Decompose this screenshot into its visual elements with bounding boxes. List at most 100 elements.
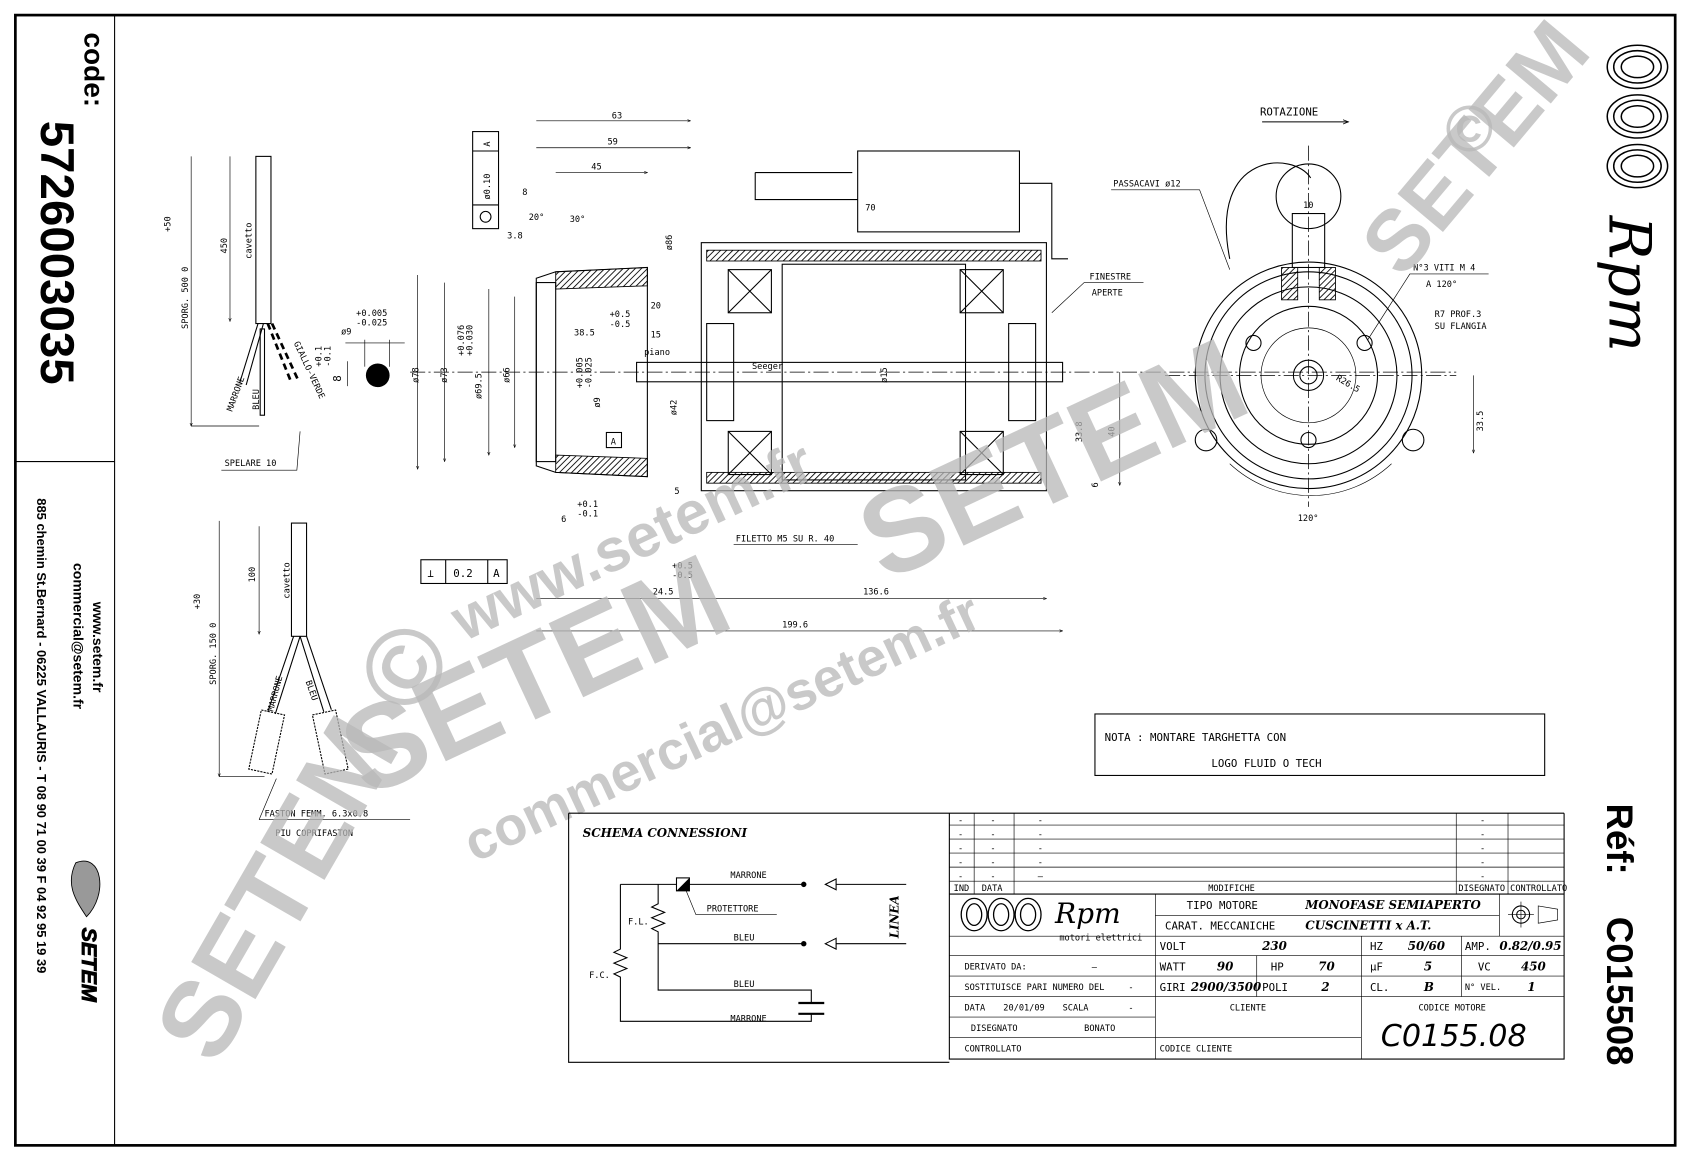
rev-header-ind: IND (954, 884, 970, 894)
revision-ind: - (958, 872, 963, 882)
drawing-frame (14, 13, 1677, 1147)
revision-ind: - (958, 858, 963, 868)
schematic-protector: PROTETTORE (707, 904, 759, 914)
projection-symbol (1508, 901, 1558, 928)
rev-header-disegnato: DISEGNATO (1458, 884, 1505, 894)
revision-dis: - (1480, 858, 1485, 868)
schematic-bleu-2: BLEU (734, 980, 755, 990)
cliente-label: CLIENTE (1230, 1004, 1266, 1014)
shaft-flat: 8 (331, 375, 344, 381)
upper-sporg: SPORG. 500 0 (181, 267, 191, 329)
controllato-label: CONTROLLATO (964, 1045, 1021, 1055)
revision-mod: - (1038, 858, 1043, 868)
revision-ind: - (958, 830, 963, 840)
rpm-title-logo (960, 897, 1042, 932)
vel-value: 1 (1527, 980, 1535, 994)
tipo-motore-label: TIPO MOTORE (1187, 899, 1258, 912)
revision-data: - (990, 844, 995, 854)
data-label: DATA (964, 1004, 986, 1014)
amp-value: 0.82/0.95 (1499, 939, 1561, 953)
datum-a: A (611, 437, 617, 447)
dim-dia-9-tol-up: +0.005 (576, 357, 586, 388)
seeger-label: Seeger (752, 362, 783, 372)
codice-motore-value: C0155.08 (1381, 1019, 1527, 1054)
hz-label: HZ (1370, 940, 1383, 953)
radius-26-5: R26.5 (1334, 374, 1361, 396)
dim-3-8: 3.8 (507, 231, 523, 241)
uf-value: 5 (1424, 960, 1432, 974)
motor-side-view: 63 59 45 8 20° 30° 3.8 ø86 70 ø0.10 A 20… (410, 112, 1457, 631)
cl-value: B (1423, 980, 1434, 994)
lower-wire-marrone: MARRONE (266, 675, 285, 713)
note-box: NOTA : MONTARE TARGHETTA CON LOGO FLUID … (1094, 713, 1546, 776)
revision-mod: - (1038, 830, 1043, 840)
dim-dia-15: ø15 (880, 367, 890, 383)
website-link[interactable]: www.setem.fr (90, 601, 106, 693)
revision-ind: - (958, 816, 963, 826)
title-logo-text: Rpm (1054, 897, 1121, 930)
data-value: 20/01/09 (1003, 1004, 1044, 1014)
title-logo-sub: motori elettrici (1059, 933, 1142, 943)
schematic-fc: F.C. (589, 971, 610, 981)
disegnato-label: DISEGNATO (971, 1024, 1018, 1034)
ref-label: Réf: (1599, 803, 1640, 874)
title-block (948, 813, 1565, 1060)
scala-value: - (1128, 1004, 1133, 1014)
revision-data: - (990, 816, 995, 826)
rev-header-data: DATA (982, 884, 1004, 894)
watt-label: WATT (1160, 961, 1186, 974)
lower-sheath-label: cavetto (282, 562, 292, 598)
perpendicularity-datum: A (493, 567, 500, 580)
dim-dia-66: ø66 (502, 367, 512, 383)
dim-8: 8 (522, 188, 527, 198)
carat-label: CARAT. MECCANICHE (1165, 920, 1275, 933)
r7-label-2: SU FLANGIA (1435, 322, 1488, 332)
upper-wire-bleu: BLEU (252, 389, 262, 410)
dim-dia-9: ø9 (593, 397, 603, 407)
shaft-d-tol-lo: -0.025 (356, 319, 387, 329)
email-link[interactable]: commercial@setem.fr (71, 563, 87, 710)
strip-length-label: SPELARE 10 (225, 459, 277, 469)
hp-label: HP (1271, 961, 1284, 974)
setem-logo-text: SETEM (77, 928, 102, 1003)
watermark-brand-2: SETEM (840, 314, 1266, 606)
dim-dia-69-5-tol-up: +0.076 (457, 325, 467, 356)
windows-label-1: FINESTRE (1090, 272, 1131, 282)
volt-label: VOLT (1160, 940, 1186, 953)
disegnato-value: BONATO (1084, 1024, 1115, 1034)
schematic-fl: F.L. (628, 917, 649, 927)
volt-value: 230 (1261, 939, 1288, 953)
revision-dis: - (1480, 830, 1485, 840)
revision-ind: - (958, 844, 963, 854)
dim-tol-01-lo: -0.1 (577, 510, 598, 520)
sostituisce-value: - (1128, 983, 1133, 993)
revision-dis: - (1480, 844, 1485, 854)
scala-label: SCALA (1063, 1004, 1090, 1014)
dim-dia-78: ø78 (412, 367, 422, 383)
dim-15: 15 (651, 331, 661, 341)
revision-dis: - (1480, 816, 1485, 826)
runout-tolerance-frame: ø0.10 A (472, 131, 500, 230)
giri-label: GIRI (1160, 981, 1186, 994)
company-address: 885 chemin St.Bernard - 06225 VALLAURIS … (34, 498, 49, 973)
codice-motore-label: CODICE MOTORE (1419, 1004, 1486, 1014)
dim-5: 5 (674, 487, 679, 497)
upper-wire-marrone: MARRONE (226, 375, 248, 413)
derivato-label: DERIVATO DA: (964, 963, 1026, 973)
upper-sheath-label: cavetto (245, 223, 255, 259)
revision-data: - (990, 830, 995, 840)
poli-value: 2 (1320, 980, 1329, 994)
codice-cliente-label: CODICE CLIENTE (1160, 1045, 1233, 1055)
connection-schematic: SCHEMA CONNESSIONI MARRONE PROTETTORE F.… (568, 812, 1565, 1063)
dim-dia-42: ø42 (669, 400, 679, 416)
shaft-d: ø9 (341, 327, 351, 337)
dim-10: 10 (1303, 201, 1313, 211)
dim-59: 59 (607, 138, 617, 148)
revision-data: - (990, 872, 995, 882)
setem-logo: SETEM (70, 860, 103, 1003)
product-code: 5726003035 (30, 121, 83, 385)
faston-label: FASTON FEMM. 6.3x0.8 (264, 809, 368, 819)
ref-code: C015508 (1599, 917, 1640, 1066)
note-line-1: NOTA : MONTARE TARGHETTA CON (1105, 731, 1286, 744)
